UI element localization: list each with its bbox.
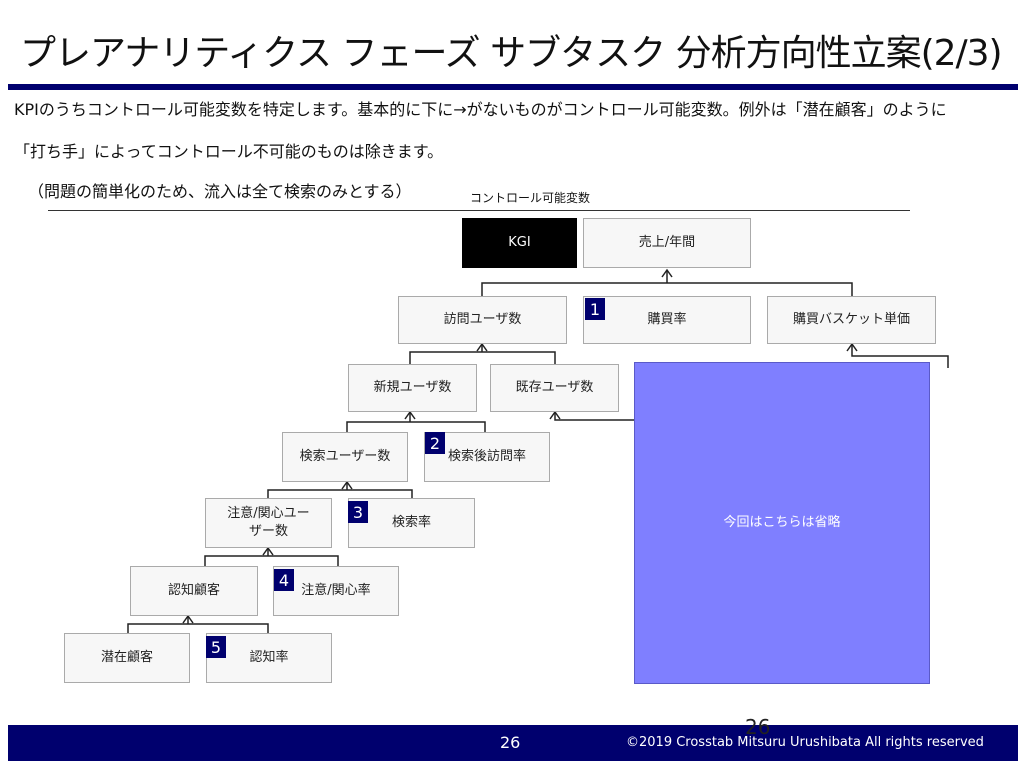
- latent-customers-label: 潜在顧客: [100, 649, 153, 665]
- page-title: プレアナリティクス フェーズ サブタスク 分析方向性立案(2/3): [20, 33, 1003, 74]
- controllable-badge-1: 1: [585, 298, 605, 320]
- aware-customers-node: 認知顧客: [130, 566, 258, 616]
- page-number: 26: [500, 733, 521, 752]
- purchase-rate-label: 購買率: [647, 311, 687, 327]
- description-line-1: KPIのうちコントロール可能変数を特定します。基本的に下に→がないものがコントロ…: [14, 100, 947, 119]
- attention-users-label: 注意/関心ユー ザー数: [227, 505, 310, 539]
- visit-users-label: 訪問ユーザ数: [443, 311, 522, 327]
- kgi-label: KGI: [508, 234, 531, 250]
- omitted-area: 今回はこちらは省略: [634, 362, 930, 684]
- search-users-label: 検索ユーザー数: [299, 448, 391, 464]
- revenue-node: 売上/年間: [583, 218, 751, 268]
- new-users-label: 新規ユーザ数: [373, 379, 452, 395]
- legend-divider: [48, 210, 910, 211]
- post-search-visit-rate-node: 検索後訪問率: [424, 432, 550, 482]
- overlapping-page-number: 26: [745, 715, 771, 739]
- search-users-node: 検索ユーザー数: [282, 432, 408, 482]
- visit-users-node: 訪問ユーザ数: [398, 296, 567, 344]
- assumption-note: （問題の簡単化のため、流入は全て検索のみとする）: [28, 182, 412, 201]
- attention-rate-label: 注意/関心率: [301, 582, 371, 598]
- kgi-box: KGI: [462, 218, 577, 268]
- post-search-visit-rate-label: 検索後訪問率: [447, 448, 526, 464]
- existing-users-node: 既存ユーザ数: [490, 364, 619, 412]
- controllable-badge-4: 4: [274, 569, 294, 591]
- title-underline: [8, 84, 1018, 90]
- basket-price-node: 購買バスケット単価: [767, 296, 936, 344]
- purchase-rate-node: 購買率: [583, 296, 751, 344]
- omitted-label: 今回はこちらは省略: [723, 514, 841, 530]
- latent-customers-node: 潜在顧客: [64, 633, 190, 683]
- aware-customers-label: 認知顧客: [167, 582, 220, 598]
- copyright-text: ©2019 Crosstab Mitsuru Urushibata All ri…: [626, 735, 984, 750]
- awareness-rate-node: 認知率: [206, 633, 332, 683]
- existing-users-label: 既存ユーザ数: [515, 379, 594, 395]
- controllable-badge-5: 5: [206, 636, 226, 658]
- awareness-rate-label: 認知率: [249, 649, 289, 665]
- attention-rate-node: 注意/関心率: [273, 566, 399, 616]
- search-rate-node: 検索率: [348, 498, 475, 548]
- revenue-label: 売上/年間: [638, 234, 696, 250]
- search-rate-label: 検索率: [391, 514, 431, 530]
- controllable-badge-3: 3: [348, 501, 368, 523]
- footer-bar: 26 ©2019 Crosstab Mitsuru Urushibata All…: [8, 725, 1018, 761]
- basket-price-label: 購買バスケット単価: [792, 311, 910, 327]
- controllable-badge-2: 2: [425, 432, 445, 454]
- new-users-node: 新規ユーザ数: [348, 364, 477, 412]
- controllable-variables-label: コントロール可能変数: [470, 191, 591, 205]
- description-line-2: 「打ち手」によってコントロール不可能のものは除きます。: [14, 142, 444, 161]
- attention-users-node: 注意/関心ユー ザー数: [205, 498, 332, 548]
